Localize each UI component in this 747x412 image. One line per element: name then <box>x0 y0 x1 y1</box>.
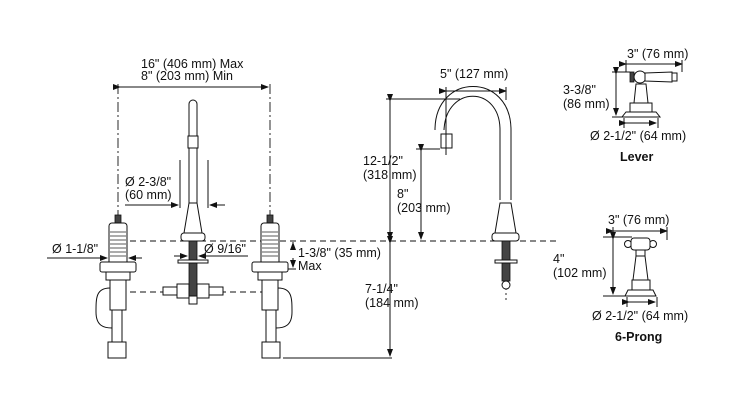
spout-side: 5" (127 mm) 12-1/2" (318 mm) 8" (203 mm)… <box>363 67 520 357</box>
spout-height-mm-label: (318 mm) <box>363 168 416 182</box>
spout-height-label: 12-1/2" <box>363 154 403 168</box>
shank-dia-label: Ø 9/16" <box>204 242 246 256</box>
aerator-height-label: 8" <box>397 187 408 201</box>
prong-height-mm-label: (102 mm) <box>553 266 606 280</box>
deck-thickness-max-label: Max <box>298 259 322 273</box>
prong-base-dia-label: Ø 2-1/2" (64 mm) <box>592 309 688 323</box>
below-deck-label: 7-1/4" <box>365 282 398 296</box>
deck-thickness-label: 1-3/8" (35 mm) <box>298 246 381 260</box>
spread-min-label: 8" (203 mm) Min <box>141 69 233 83</box>
lever-height-mm-label: (86 mm) <box>563 97 610 111</box>
lever-base-dia-label: Ø 2-1/2" (64 mm) <box>590 129 686 143</box>
right-valve: 1-3/8" (35 mm) Max <box>251 214 392 359</box>
spout-base-dia-mm-label: (60 mm) <box>125 188 172 202</box>
spout-front: Ø 2-3/8" (60 mm) Ø 9/16" <box>125 99 248 305</box>
prong-title: 6-Prong <box>615 330 662 344</box>
spread-dimension: 16" (406 mm) Max 8" (203 mm) Min <box>113 57 269 90</box>
spout-base-dia-label: Ø 2-3/8" <box>125 175 171 189</box>
lever-handle-detail: 3" (76 mm) 3-3/8" (86 mm) Ø 2-1/2" (64 m… <box>563 47 688 164</box>
lever-title: Lever <box>620 150 653 164</box>
lever-height-label: 3-3/8" <box>563 83 596 97</box>
centerlines <box>117 84 560 300</box>
left-valve: Ø 1-1/8" <box>47 214 142 359</box>
below-deck-mm-label: (184 mm) <box>365 296 418 310</box>
prong-height-label: 4" <box>553 252 564 266</box>
spout-reach-label: 5" (127 mm) <box>440 67 508 81</box>
aerator-height-mm-label: (203 mm) <box>397 201 450 215</box>
valve-dia-label: Ø 1-1/8" <box>52 242 98 256</box>
prong-handle-detail: 3" (76 mm) 4" (102 mm) Ø 2-1/2" (64 mm) … <box>553 213 688 344</box>
prong-width-label: 3" (76 mm) <box>608 213 669 227</box>
spread-max-label: 16" (406 mm) Max <box>141 57 244 71</box>
lever-width-label: 3" (76 mm) <box>627 47 688 61</box>
